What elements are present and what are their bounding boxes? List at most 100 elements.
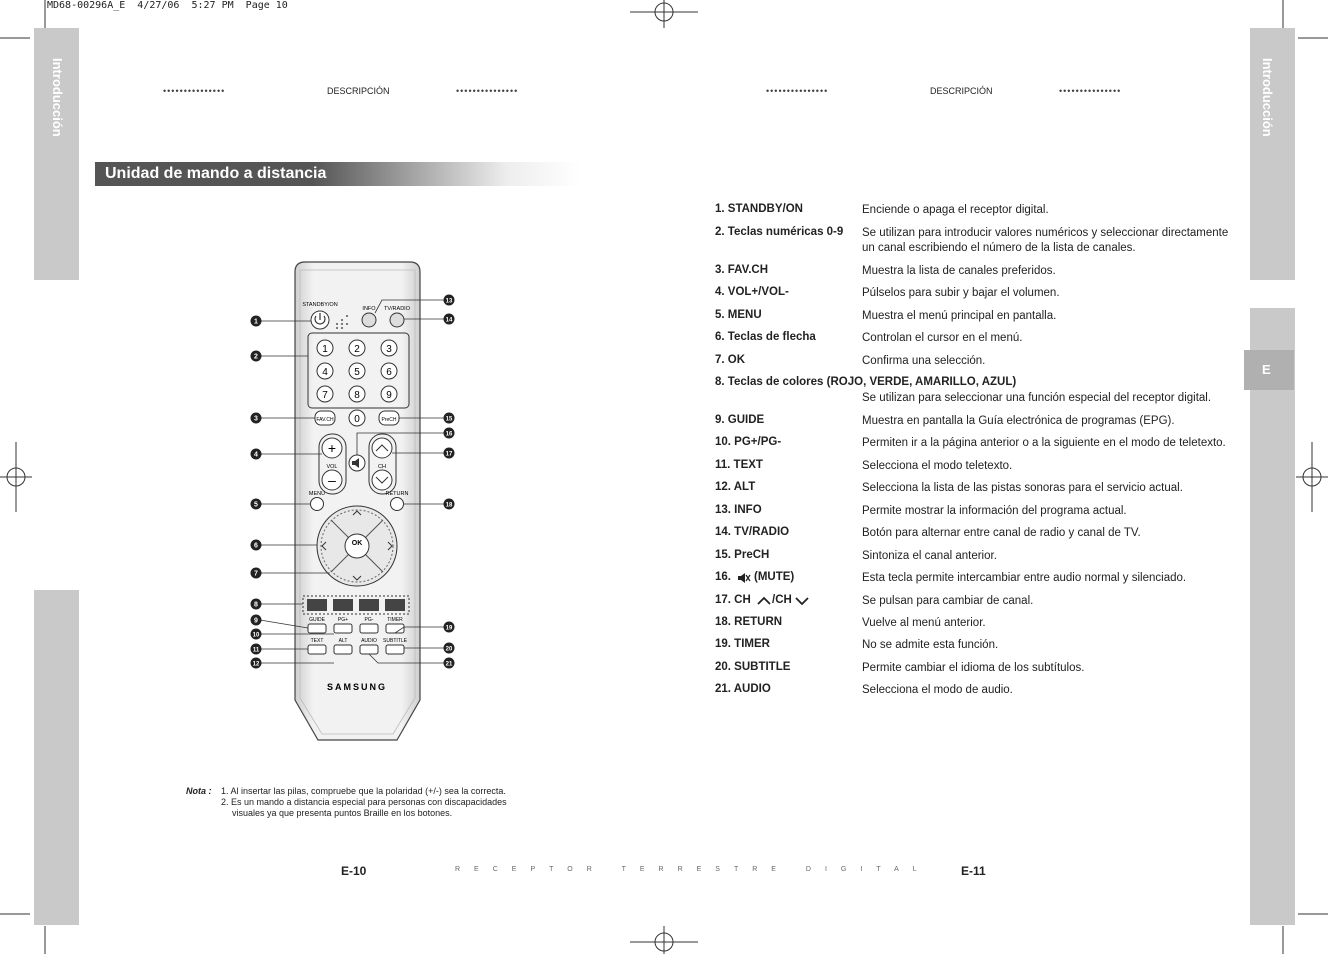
svg-text:20: 20 bbox=[446, 647, 453, 653]
svg-text:4: 4 bbox=[322, 367, 328, 378]
mute-icon bbox=[352, 458, 359, 468]
language-tab: E bbox=[1244, 350, 1294, 390]
note-line-1: 1. Al insertar las pilas, compruebe que … bbox=[221, 786, 506, 796]
svg-text:7: 7 bbox=[322, 390, 328, 401]
svg-text:16: 16 bbox=[446, 432, 453, 438]
header-dots-right-1: ••••••••••••••• bbox=[766, 86, 829, 96]
prech-label: PreCH bbox=[381, 417, 396, 423]
page-number-right: E-11 bbox=[961, 864, 986, 878]
registration-mark-top bbox=[630, 0, 698, 28]
ch-label: CH bbox=[378, 464, 386, 470]
left-tab-label: Introducción bbox=[50, 58, 65, 137]
info-button bbox=[361, 312, 377, 328]
header-dots-right-2: ••••••••••••••• bbox=[1059, 86, 1122, 96]
svg-text:–: – bbox=[328, 472, 336, 488]
power-icon bbox=[314, 315, 326, 325]
favch-label: FAV.CH bbox=[316, 417, 334, 423]
registration-mark-left bbox=[0, 442, 32, 512]
color-key-group bbox=[302, 595, 410, 615]
chevron-up-icon bbox=[757, 596, 771, 605]
footer-subtitle: RECEPTOR TERRESTRE DIGITAL bbox=[455, 866, 931, 873]
svg-text:2: 2 bbox=[354, 344, 360, 355]
return-label: RETURN bbox=[386, 491, 409, 497]
right-side-tab: Introducción bbox=[1250, 28, 1295, 280]
tvradio-label: TV/RADIO bbox=[384, 306, 411, 312]
svg-text:5: 5 bbox=[354, 367, 360, 378]
svg-text:PG-: PG- bbox=[365, 617, 374, 623]
vol-rocker bbox=[318, 433, 347, 495]
svg-text:3: 3 bbox=[386, 344, 392, 355]
ir-dots bbox=[336, 315, 348, 329]
svg-text:21: 21 bbox=[446, 662, 453, 668]
svg-text:6: 6 bbox=[386, 367, 392, 378]
section-title: Unidad de mando a distancia bbox=[105, 165, 327, 182]
left-side-tab: Introducción bbox=[34, 28, 79, 280]
green-key bbox=[333, 599, 353, 611]
header-title-right: DESCRIPCIÓN bbox=[930, 86, 993, 96]
svg-text:PG+: PG+ bbox=[338, 617, 348, 623]
svg-text:1: 1 bbox=[322, 344, 328, 355]
svg-text:3: 3 bbox=[254, 416, 258, 423]
svg-text:GUIDE: GUIDE bbox=[309, 617, 326, 623]
right-side-tab-lower bbox=[1250, 308, 1295, 925]
return-button bbox=[390, 497, 404, 511]
arrow-down-icon bbox=[352, 575, 362, 581]
svg-text:SUBTITLE: SUBTITLE bbox=[383, 638, 408, 644]
arrow-up-icon bbox=[352, 510, 362, 516]
svg-text:15: 15 bbox=[446, 417, 453, 423]
svg-text:7: 7 bbox=[254, 571, 258, 578]
chevron-down-icon bbox=[795, 597, 809, 606]
svg-text:4: 4 bbox=[254, 452, 258, 459]
svg-text:5: 5 bbox=[254, 502, 258, 509]
svg-text:2: 2 bbox=[254, 354, 258, 361]
red-key bbox=[307, 599, 327, 611]
svg-text:8: 8 bbox=[254, 602, 258, 609]
note-label: Nota : bbox=[186, 786, 212, 796]
svg-text:8: 8 bbox=[354, 390, 360, 401]
registration-mark-right bbox=[1296, 442, 1328, 512]
ch-rocker bbox=[368, 433, 397, 495]
svg-text:12: 12 bbox=[253, 662, 260, 668]
standby-label: STANDBY/ON bbox=[302, 302, 337, 308]
language-tab-label: E bbox=[1262, 362, 1271, 377]
svg-text:+: + bbox=[328, 440, 336, 456]
svg-text:17: 17 bbox=[446, 452, 453, 458]
svg-text:13: 13 bbox=[446, 299, 453, 305]
blue-key bbox=[385, 599, 405, 611]
menu-button bbox=[310, 497, 324, 511]
svg-text:9: 9 bbox=[386, 390, 392, 401]
tvradio-button bbox=[389, 312, 405, 328]
ok-label: OK bbox=[352, 540, 363, 547]
ok-button bbox=[344, 533, 370, 559]
svg-text:0: 0 bbox=[354, 414, 360, 425]
registration-mark-bottom bbox=[630, 926, 698, 954]
svg-text:19: 19 bbox=[446, 626, 453, 632]
yellow-key bbox=[359, 599, 379, 611]
vol-label: VOL bbox=[326, 464, 337, 470]
menu-label: MENU bbox=[309, 491, 325, 497]
samsung-logo: SAMSUNG bbox=[327, 682, 387, 692]
section-title-bar: Unidad de mando a distancia bbox=[95, 162, 580, 186]
info-label: INFO bbox=[362, 306, 376, 312]
left-side-tab-lower bbox=[34, 590, 79, 925]
numeric-pad bbox=[307, 332, 410, 409]
arrow-left-icon bbox=[321, 541, 327, 551]
note-line-2: 2. Es un mando a distancia especial para… bbox=[221, 797, 507, 807]
page-number-left: E-10 bbox=[341, 864, 367, 878]
svg-text:1: 1 bbox=[254, 319, 258, 326]
header-title-left: DESCRIPCIÓN bbox=[327, 86, 390, 96]
svg-text:14: 14 bbox=[446, 318, 453, 324]
remote-illustration: STANDBY/ON INFO TV/RADIO 1 2 3 4 5 6 7 8… bbox=[250, 261, 455, 741]
note-line-3: visuales ya que presenta puntos Braille … bbox=[232, 808, 453, 818]
svg-text:6: 6 bbox=[254, 543, 258, 550]
svg-text:ALT: ALT bbox=[339, 638, 348, 644]
mute-icon bbox=[738, 573, 751, 583]
header-dots-left-1: ••••••••••••••• bbox=[163, 86, 226, 96]
svg-text:9: 9 bbox=[254, 618, 258, 625]
number-keys: 1 2 3 4 5 6 7 8 9 0 bbox=[316, 339, 398, 427]
right-tab-label: Introducción bbox=[1260, 58, 1275, 137]
svg-text:TEXT: TEXT bbox=[311, 638, 324, 644]
header-dots-left-2: ••••••••••••••• bbox=[456, 86, 519, 96]
svg-text:TIMER: TIMER bbox=[387, 617, 403, 623]
